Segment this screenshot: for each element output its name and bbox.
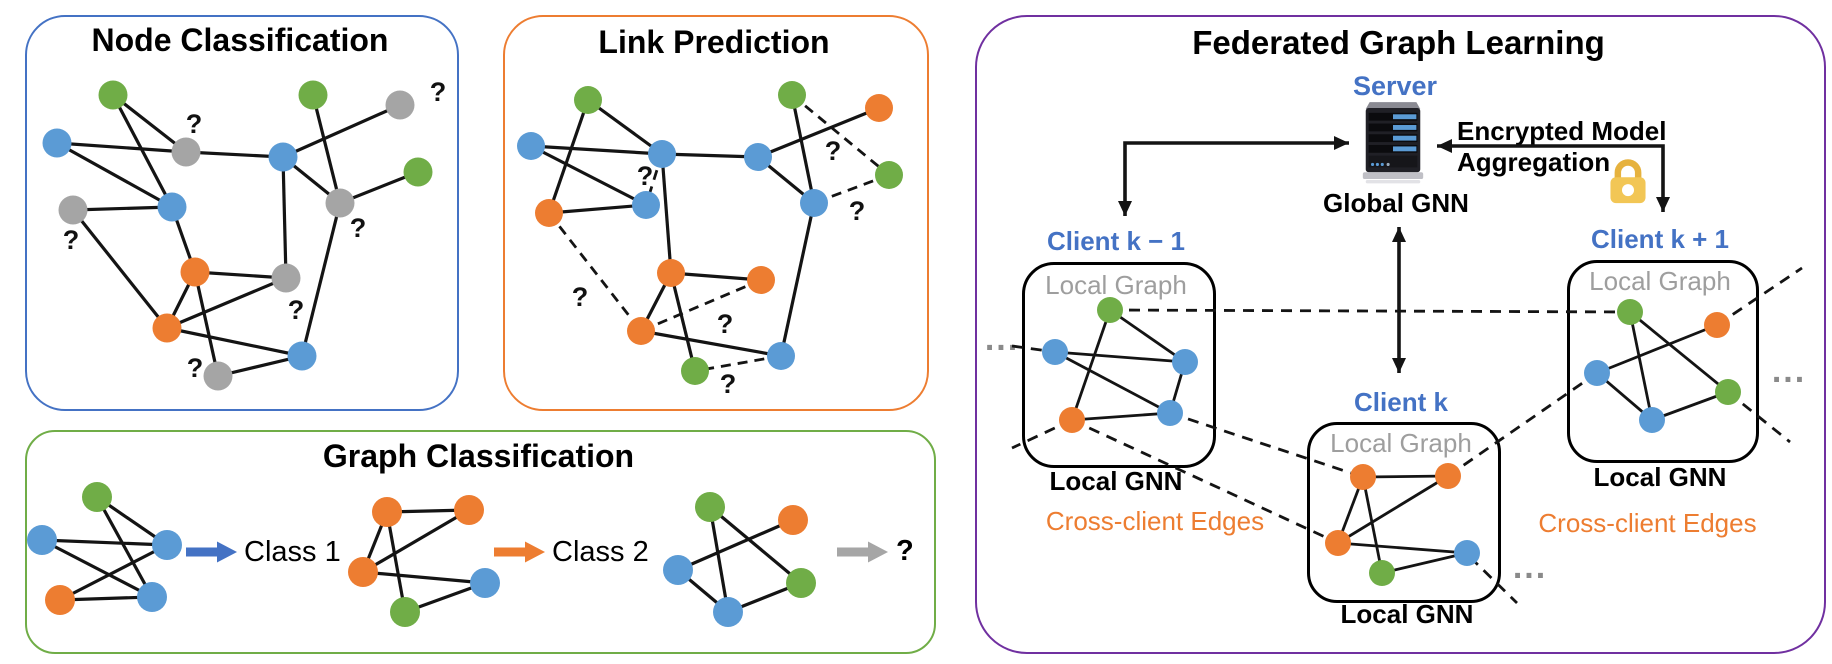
ellipsis-bottom-middle: ... [1512, 548, 1548, 586]
client-k-local-gnn-label: Local GNN [1340, 599, 1474, 629]
graph-classification-title: Graph Classification [322, 438, 635, 474]
class-unknown-label: ? [896, 535, 914, 567]
client-k-label: Client k [1354, 387, 1448, 417]
client-k-plus-1-box [1567, 260, 1759, 463]
encrypted-model-label-line1: Encrypted Model [1457, 116, 1667, 146]
panel-node-classification [25, 15, 459, 411]
client-k-plus-1-local-gnn-label: Local GNN [1593, 462, 1727, 492]
client-k-plus-1-label: Client k + 1 [1591, 224, 1729, 254]
class-2-label: Class 2 [552, 536, 649, 568]
cross-client-edges-label-right: Cross-client Edges [1538, 508, 1757, 538]
panel-link-prediction [503, 15, 929, 411]
node-classification-title: Node Classification [91, 22, 389, 58]
global-gnn-label: Global GNN [1323, 188, 1469, 218]
client-k-local-graph-label: Local Graph [1330, 428, 1472, 458]
class-1-label: Class 1 [244, 536, 341, 568]
client-k-plus-1-local-graph-label: Local Graph [1589, 266, 1731, 296]
ellipsis-left: ... [984, 320, 1020, 358]
ellipsis-right: ... [1771, 352, 1807, 390]
cross-client-edges-label-left: Cross-client Edges [1045, 506, 1265, 536]
link-prediction-title: Link Prediction [598, 24, 830, 60]
server-label: Server [1352, 71, 1438, 101]
federated-graph-learning-title: Federated Graph Learning [1192, 24, 1605, 61]
server-icon [1356, 100, 1430, 193]
client-k-minus-1-local-graph-label: Local Graph [1045, 270, 1187, 300]
client-k-minus-1-label: Client k − 1 [1047, 226, 1185, 256]
client-k-minus-1-local-gnn-label: Local GNN [1049, 466, 1183, 496]
encryption-lock-icon [1604, 154, 1652, 211]
encrypted-model-label-line2: Aggregation [1457, 147, 1611, 177]
